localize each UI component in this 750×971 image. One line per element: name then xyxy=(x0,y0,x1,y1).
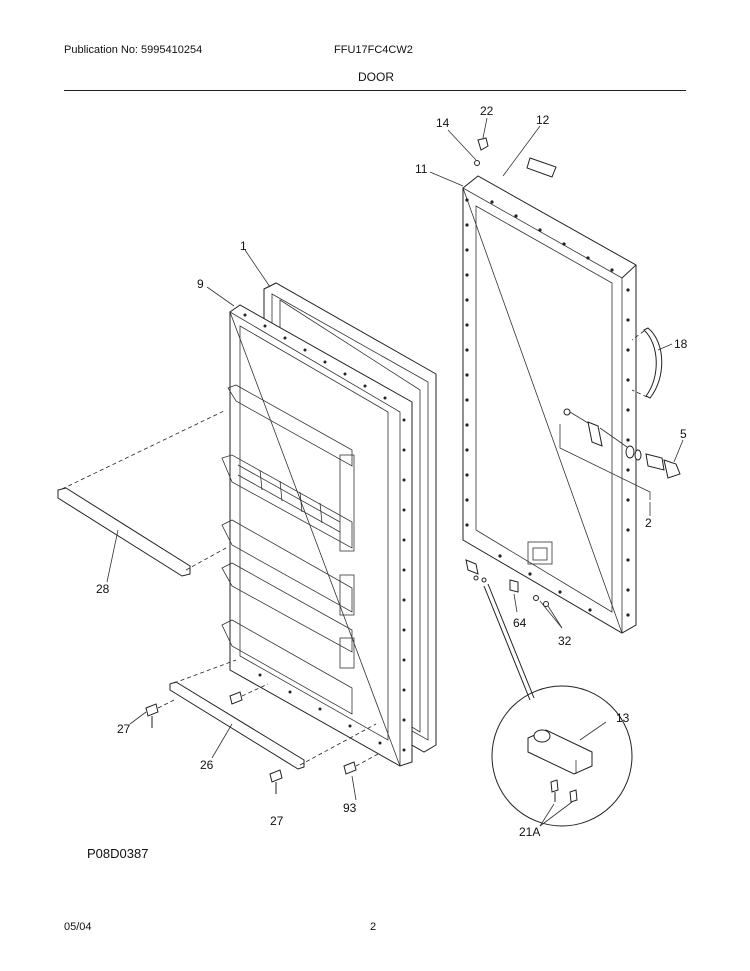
callout-21a: 21A xyxy=(519,825,540,839)
inner-door-liner xyxy=(221,304,413,767)
footer-date: 05/04 xyxy=(64,921,92,933)
callout-22: 22 xyxy=(480,104,494,118)
outer-panel-holes xyxy=(465,198,630,617)
callout-64: 64 xyxy=(513,616,527,630)
callout-11: 11 xyxy=(415,162,428,176)
model-number: FFU17FC4CW2 xyxy=(334,44,413,56)
header-rule xyxy=(64,90,686,91)
lower-hinge-parts xyxy=(465,559,549,607)
callout-32: 32 xyxy=(558,634,572,648)
leader-lines xyxy=(106,117,684,827)
callout-14: 14 xyxy=(436,116,450,130)
callout-5: 5 xyxy=(680,427,687,441)
outer-door-panel xyxy=(462,175,637,634)
callout-27-bottom: 27 xyxy=(270,814,284,828)
lock-linkage xyxy=(559,408,651,500)
door-bumper xyxy=(477,137,489,151)
door-handle xyxy=(631,327,663,399)
callout-9: 9 xyxy=(197,277,204,291)
callout-28: 28 xyxy=(96,582,110,596)
figure-code: P08D0387 xyxy=(87,846,149,861)
section-title: DOOR xyxy=(358,70,394,84)
rail-screws xyxy=(145,683,379,794)
publication-number: Publication No: 5995410254 xyxy=(64,44,203,56)
callout-93: 93 xyxy=(343,801,357,815)
callout-12: 12 xyxy=(536,113,550,127)
callout-13: 13 xyxy=(616,711,630,725)
lock-assembly xyxy=(625,445,681,479)
hinge-detail-callout xyxy=(483,583,633,827)
callout-2: 2 xyxy=(645,516,652,530)
callout-27-left: 27 xyxy=(117,722,131,736)
lower-shelf-rail xyxy=(169,659,377,770)
callout-18: 18 xyxy=(674,337,688,351)
page-number: 2 xyxy=(370,921,377,933)
liner-holes xyxy=(243,313,406,752)
callout-1: 1 xyxy=(240,239,247,253)
callout-26: 26 xyxy=(200,758,214,772)
upper-shelf-rail xyxy=(57,409,227,577)
label-plate xyxy=(526,157,557,178)
door-screw xyxy=(474,160,480,166)
